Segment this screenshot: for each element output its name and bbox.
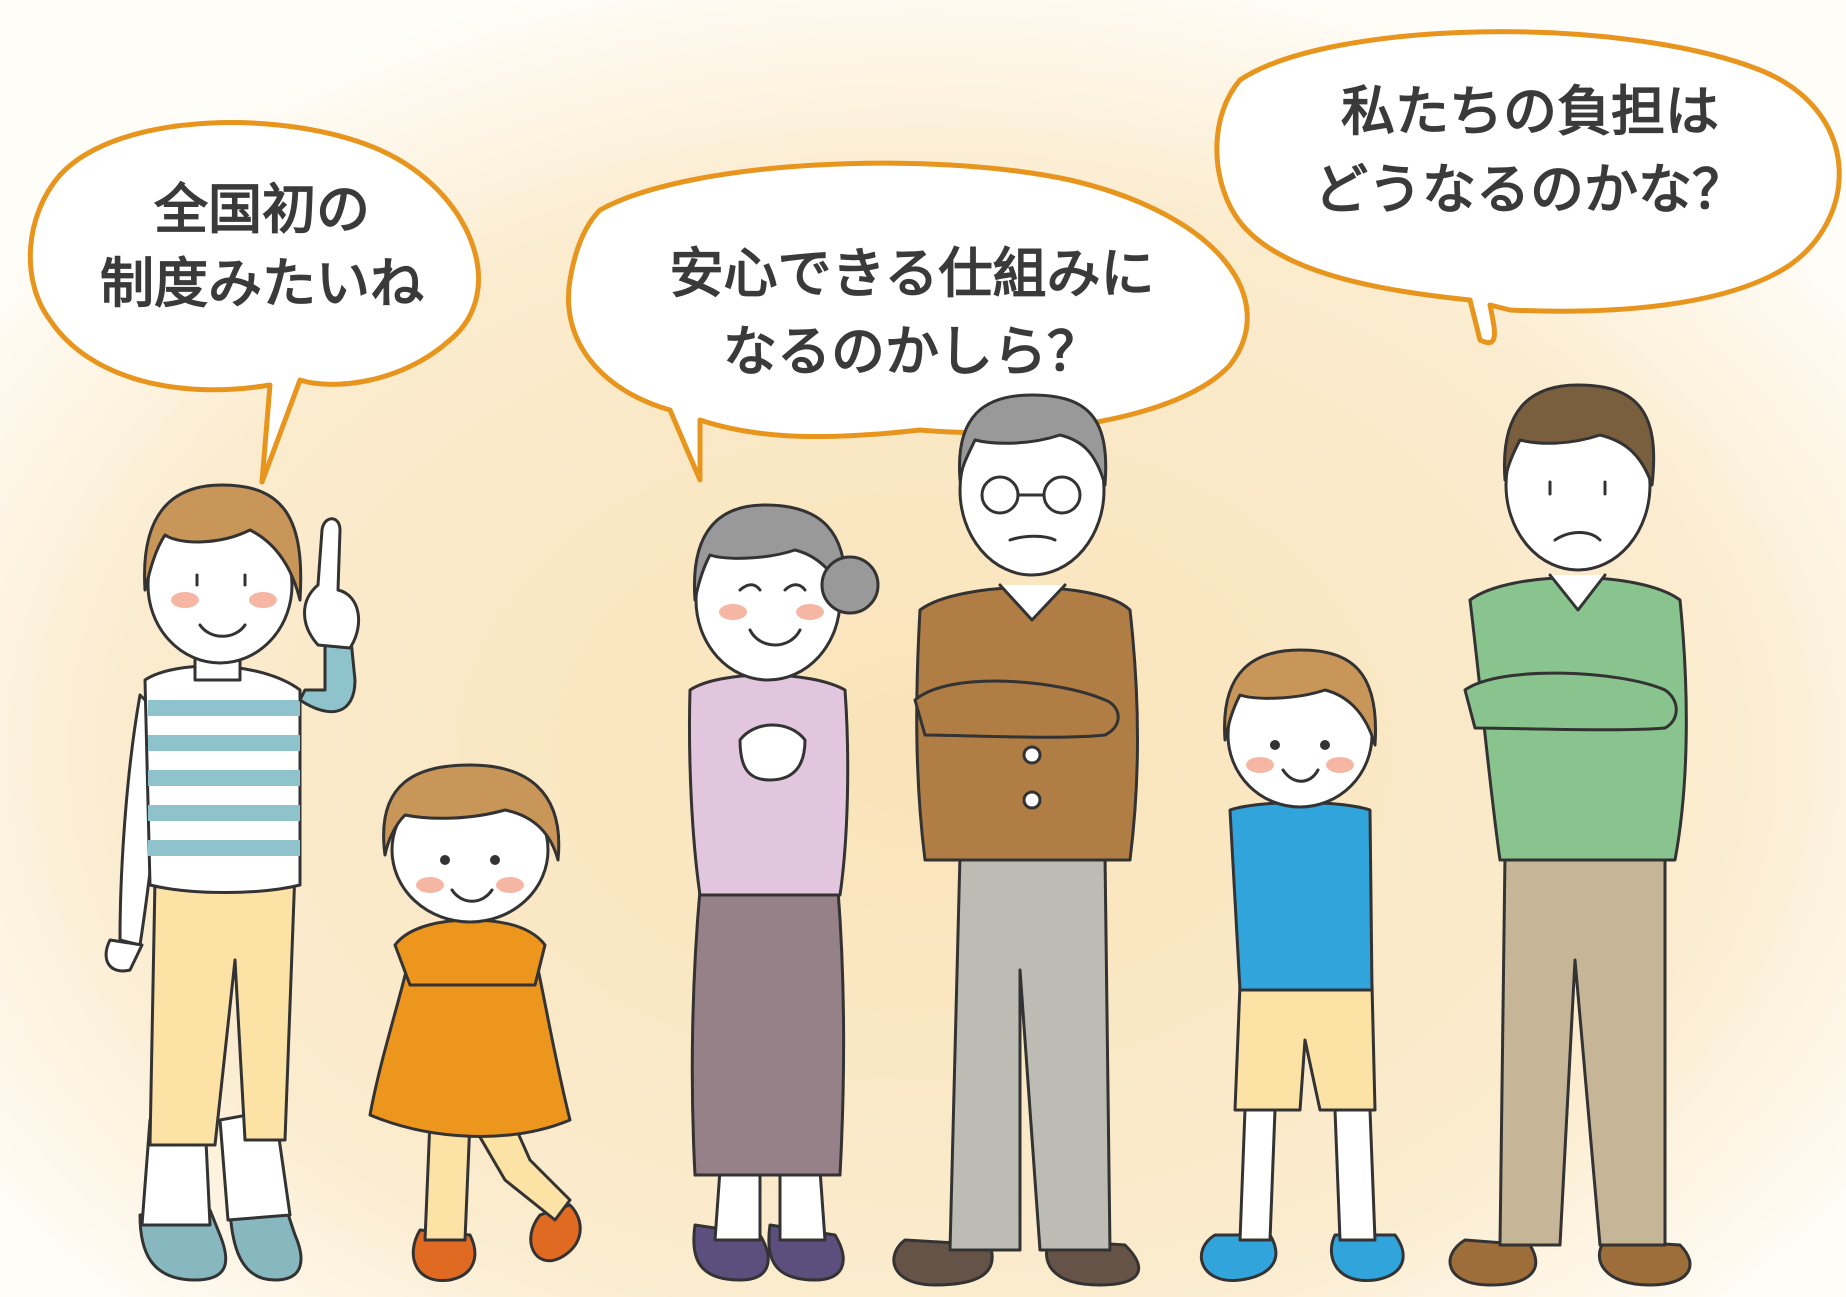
- character-boy: [1199, 648, 1405, 1282]
- father-bubble-line1: 私たちの負担は: [1341, 80, 1719, 143]
- mother-bubble-line1: 全国初の: [153, 178, 370, 241]
- grandmother-bubble-line2: なるのかしら？: [723, 320, 1101, 383]
- character-grandmother: [688, 503, 880, 1282]
- speech-bubble-mother: 全国初の 制度みたいね: [27, 120, 481, 485]
- speech-bubble-father: 私たちの負担は どうなるのかな？: [1214, 29, 1842, 345]
- speech-bubble-grandmother: 安心できる仕組みに なるのかしら？: [566, 160, 1250, 483]
- character-mother: [104, 483, 360, 1282]
- mother-bubble-line2: 制度みたいね: [100, 252, 424, 315]
- character-grandfather: [892, 393, 1141, 1287]
- character-girl: [368, 763, 582, 1282]
- character-father: [1448, 383, 1692, 1287]
- grandmother-bubble-line1: 安心できる仕組みに: [670, 242, 1155, 305]
- father-bubble-line2: どうなるのかな？: [1314, 158, 1746, 221]
